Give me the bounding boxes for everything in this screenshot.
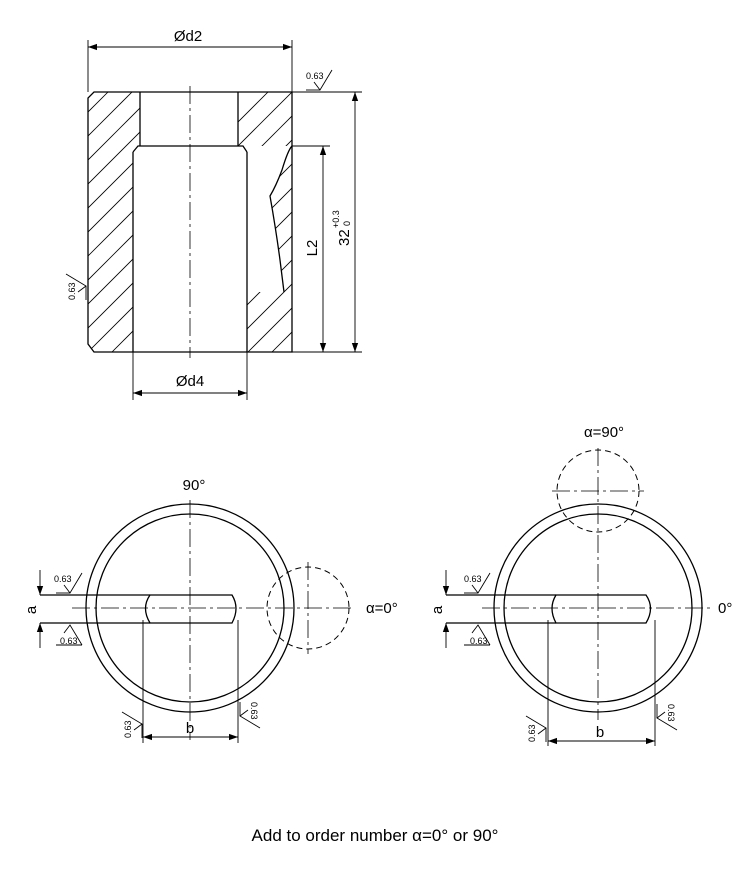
dim-height-tol-lower: 0 — [342, 221, 352, 226]
dim-height-label: 32 +0.3 0 — [331, 210, 353, 246]
roughness-a-top: 0.63 — [54, 572, 83, 594]
roughness-left-value: 0.63 — [67, 282, 77, 300]
svg-text:0.63: 0.63 — [60, 636, 78, 646]
svg-text:0.63: 0.63 — [464, 574, 482, 584]
roughness-b-left: 0.63 — [121, 711, 143, 738]
dim-b-label: b — [186, 720, 194, 737]
roughness-b-right: 0.63 — [239, 702, 261, 729]
slot — [551, 594, 652, 624]
svg-text:0.63: 0.63 — [249, 702, 259, 720]
roughness-a-bottom: 0.63 — [56, 624, 83, 646]
svg-text:0.63: 0.63 — [470, 636, 488, 646]
roughness-b-left: 0.63 — [525, 715, 547, 742]
alpha-90-label: α=90° — [584, 424, 624, 441]
dim-d4-label: Ød4 — [176, 373, 204, 390]
roughness-a-bottom: 0.63 — [464, 624, 491, 646]
roughness-symbol-left: 0.63 — [65, 273, 87, 300]
bore-step — [132, 145, 248, 153]
order-note-caption: Add to order number α=0° or 90° — [251, 826, 499, 845]
cutout-curve — [269, 145, 293, 293]
svg-text:0.63: 0.63 — [123, 720, 133, 738]
roughness-a-top: 0.63 — [464, 572, 491, 594]
roughness-top-value: 0.63 — [306, 71, 324, 81]
dim-a-label: a — [23, 605, 40, 614]
slot — [144, 594, 237, 624]
angle-90-label: 90° — [183, 477, 206, 494]
dim-a-label: a — [429, 605, 446, 614]
alpha-0-label: α=0° — [366, 600, 398, 617]
roughness-symbol-top: 0.63 — [306, 69, 333, 91]
wall-cutout — [247, 146, 292, 292]
angle-0-label: 0° — [718, 600, 732, 617]
hatching-left-wall — [88, 92, 140, 352]
section-view: Ød2 Ød4 L2 32 +0.3 0 0.63 0.63 — [65, 28, 362, 400]
svg-text:0.63: 0.63 — [527, 724, 537, 742]
dim-L2-label: L2 — [304, 240, 321, 257]
dim-b-label: b — [596, 724, 604, 741]
dim-height-value: 32 — [336, 229, 353, 246]
plan-view-alpha-0: a b 90° α=0° 0.63 0.63 0.63 0.63 — [23, 477, 398, 743]
svg-text:0.63: 0.63 — [54, 574, 72, 584]
plan-view-alpha-90: a b α=90° 0° 0.63 0.63 0.63 0.63 — [429, 424, 732, 746]
roughness-b-right: 0.63 — [656, 704, 678, 731]
dim-height-tol-upper: +0.3 — [331, 210, 341, 228]
svg-text:0.63: 0.63 — [666, 704, 676, 722]
dim-d2-label: Ød2 — [174, 28, 202, 45]
